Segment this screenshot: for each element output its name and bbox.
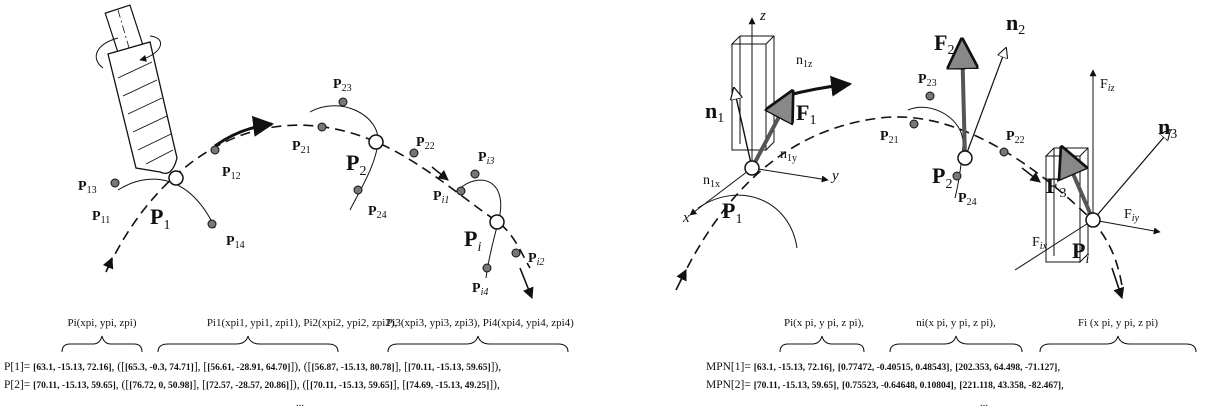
r-brace-label-3: Fi (x pi, y pi, z pi): [1078, 317, 1158, 329]
point-p12: [210, 145, 220, 155]
point-r-p23: [925, 91, 935, 101]
label-fix: Fix: [1032, 235, 1048, 252]
label-r-p1: P1: [722, 198, 742, 227]
label-pi: Pi: [464, 226, 481, 255]
label-n1: n1: [705, 98, 724, 126]
point-p21: [317, 122, 327, 132]
axis-z-label: z: [759, 8, 766, 24]
braces-right: [779, 335, 1197, 353]
label-p12: P12: [222, 165, 241, 182]
point-r-p22: [999, 147, 1009, 157]
right-row-2: MPN[2]= [70.11, -15.13, 59.65], [0.75523…: [706, 379, 1064, 391]
point-p24: [353, 185, 363, 195]
right-panel: z y x n1 F1 n1z n1y n1x P1 F2 n2 P23 P21…: [675, 8, 1197, 409]
point-pi: [489, 214, 505, 230]
left-row-1: P[1]= [63.1, -15.13, 72.16], ([[65.3, -0…: [4, 361, 501, 373]
label-r-p23: P23: [918, 72, 937, 89]
left-row-2: P[2]= [70.11, -15.13, 59.65], ([[76.72, …: [4, 379, 500, 391]
toolpath-right: [679, 116, 1123, 287]
label-r-p21: P21: [880, 129, 899, 146]
label-p11: P11: [92, 209, 110, 226]
label-f1: F1: [796, 100, 816, 128]
point-p22: [409, 148, 419, 158]
point-pi1: [456, 186, 466, 196]
point-r-pi: [1085, 212, 1101, 228]
point-r-p21: [909, 119, 919, 129]
label-p22: P22: [416, 135, 435, 152]
point-pi4: [482, 263, 492, 273]
right-ellipsis: ...: [980, 397, 989, 409]
label-pi2: Pi2: [528, 251, 544, 268]
point-r-p2: [957, 150, 973, 166]
label-p1: P1: [150, 204, 170, 233]
brace-label-1: Pi(xpi, ypi, zpi): [67, 317, 136, 329]
label-n1x: n1x: [703, 173, 720, 190]
left-panel: P13 P11 P12 P14 P1 P23 P21 P2 P22 P24 Pi…: [4, 4, 574, 409]
brace-label-3: Pi3(xpi3, ypi3, zpi3), Pi4(xpi4, ypi4, z…: [386, 317, 574, 329]
label-p24: P24: [368, 204, 387, 221]
r-brace-label-2: ni(x pi, y pi, z pi),: [916, 317, 996, 329]
point-pi3: [470, 169, 480, 179]
label-p23: P23: [333, 77, 352, 94]
label-r-p24: P24: [958, 191, 977, 208]
point-r-p1: [744, 160, 760, 176]
label-p21: P21: [292, 139, 311, 156]
label-r-p22: P22: [1006, 129, 1025, 146]
label-p13: P13: [78, 179, 97, 196]
toolpath-left: [107, 124, 531, 269]
brace-label-2: Pi1(xpi1, ypi1, zpi1), Pi2(xpi2, ypi2, z…: [207, 317, 398, 329]
label-pi3: Pi3: [478, 150, 494, 167]
point-pi2: [511, 248, 521, 258]
label-n2: n2: [1006, 10, 1025, 38]
label-p14: P14: [226, 234, 245, 251]
label-pi1: Pi1: [433, 189, 449, 206]
point-p1: [168, 170, 184, 186]
label-f3: F3: [1046, 173, 1066, 201]
label-r-p2: P2: [932, 163, 952, 192]
label-r-pi: Pi: [1072, 238, 1089, 267]
label-fiz: Fiz: [1100, 77, 1115, 94]
point-p23: [338, 97, 348, 107]
right-row-1: MPN[1]= [63.1, -15.13, 72.16], [0.77472,…: [706, 361, 1060, 373]
braces-left: [61, 335, 569, 353]
label-f2: F2: [934, 30, 954, 58]
milling-tool: [95, 4, 178, 175]
label-n3: n3: [1158, 114, 1177, 142]
left-ellipsis: ...: [296, 397, 305, 409]
label-n1z: n1z: [796, 53, 813, 70]
label-p2: P2: [346, 150, 366, 179]
axis-x-label: x: [682, 210, 690, 226]
point-p13: [110, 178, 120, 188]
label-fiy: Fiy: [1124, 207, 1140, 224]
point-r-p24: [952, 171, 962, 181]
axis-y-label: y: [830, 168, 839, 184]
point-p2: [368, 134, 384, 150]
label-n1y: n1y: [780, 147, 797, 164]
point-p14: [207, 219, 217, 229]
r-brace-label-1: Pi(x pi, y pi, z pi),: [784, 317, 864, 329]
label-pi4: Pi4: [472, 281, 488, 298]
